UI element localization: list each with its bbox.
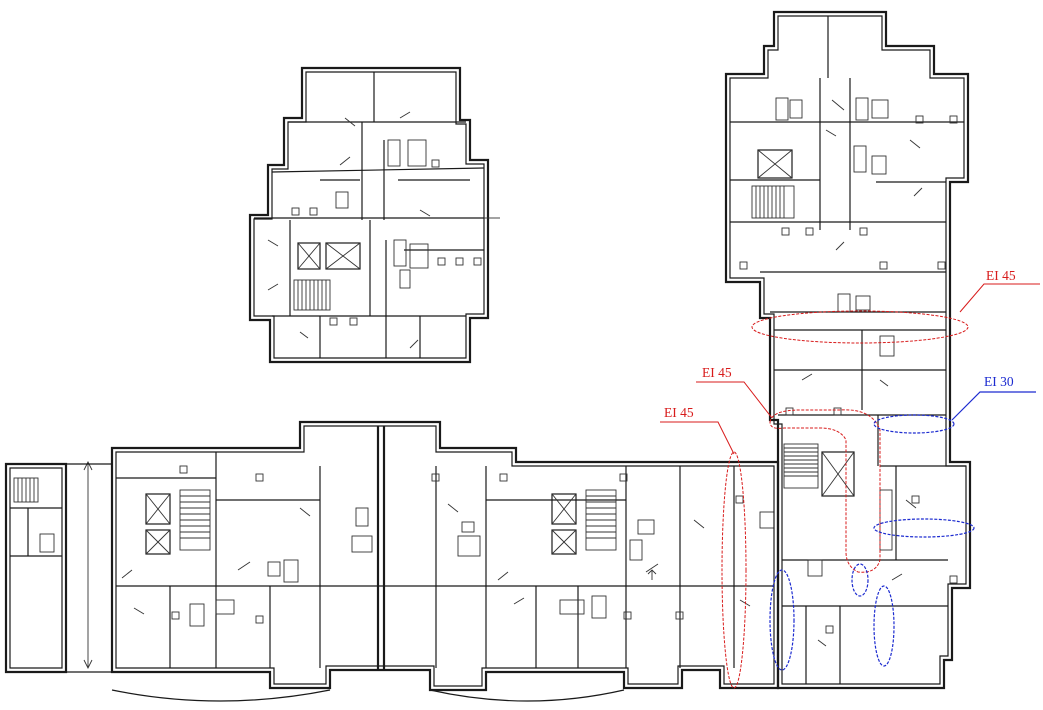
main-wing-plan [110,420,780,702]
ei30-leader [951,391,1036,421]
tower-left-plan [248,66,500,364]
ei45-top-leader [959,283,1040,313]
ei45-middle-revision-cloud [769,409,881,573]
ei30-right-cloud [873,585,895,667]
ei45-middle-leader [696,381,773,419]
fire-rating-annotations: EI 45 EI 45 EI 45 EI 30 [660,268,1040,689]
ei30-small-cloud [851,563,869,597]
ei45-left-label: EI 45 [664,405,694,420]
ei45-top-label: EI 45 [986,268,1016,283]
ei30-label: EI 30 [984,374,1014,389]
tower-right-plan [724,10,972,690]
ei45-left-leader [660,421,735,455]
ei45-left-revision-cloud [721,451,747,689]
ei45-middle-label: EI 45 [702,365,732,380]
ei45-top-revision-cloud [751,310,969,344]
ei30-corridor-cloud [873,414,955,434]
ei30-mid-cloud [873,518,975,538]
ei30-left-cloud [769,569,795,671]
left-annex-plan [4,460,112,674]
